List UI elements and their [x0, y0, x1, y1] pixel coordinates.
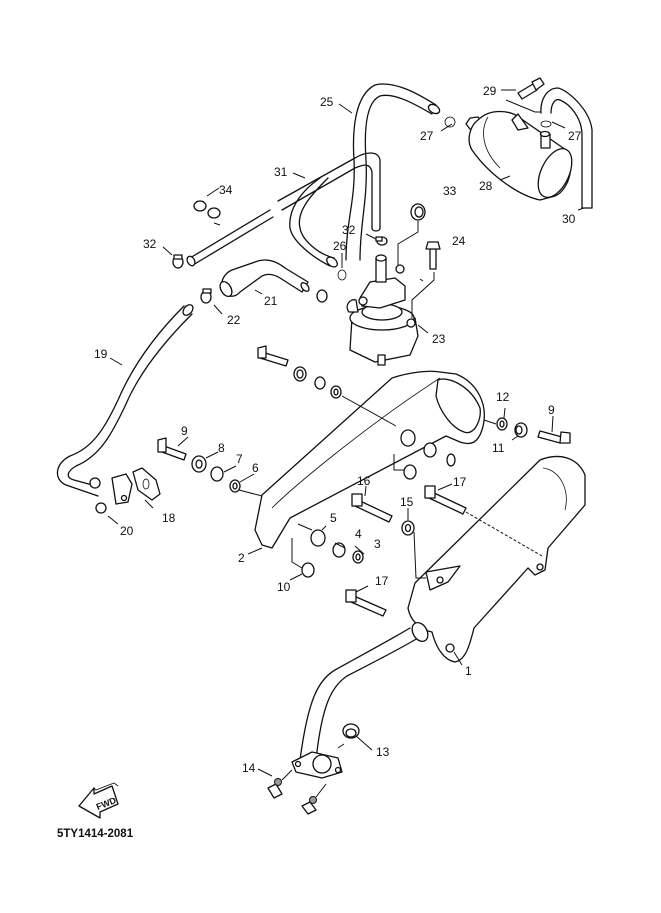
bolt-17-upper[interactable] [424, 485, 467, 515]
hose-joint-21[interactable] [218, 259, 311, 298]
callout-13: 13 [376, 745, 390, 759]
clip-22[interactable] [200, 288, 212, 304]
callout-14: 14 [242, 761, 256, 775]
damper-10[interactable] [301, 562, 315, 578]
collar-7[interactable] [210, 466, 224, 482]
callout-20: 20 [120, 524, 134, 538]
callout-19: 19 [94, 347, 108, 361]
forward-direction-indicator: FWD [78, 782, 119, 819]
callout-12: 12 [496, 390, 510, 404]
callout-22: 22 [227, 313, 241, 327]
washer-upper-3[interactable] [330, 385, 342, 399]
clip-33[interactable] [410, 203, 426, 221]
callout-32-left: 32 [143, 237, 157, 251]
washer-12[interactable] [496, 417, 508, 431]
washer-upper-2[interactable] [314, 376, 326, 390]
hose-25[interactable] [345, 83, 441, 261]
callout-5: 5 [330, 511, 337, 525]
callout-21: 21 [264, 294, 278, 308]
clip-26[interactable] [337, 269, 347, 281]
diagram-reference-code: 5TY1414-2081 [57, 828, 134, 840]
callout-7: 7 [236, 452, 243, 466]
callout-27-left: 27 [420, 129, 434, 143]
gasket-13[interactable] [342, 723, 360, 739]
callout-18: 18 [162, 511, 176, 525]
callout-2: 2 [238, 551, 245, 565]
clip-near-23[interactable] [316, 289, 328, 303]
callout-27-right: 27 [568, 129, 582, 143]
washer-8[interactable] [191, 455, 207, 473]
callout-9-left: 9 [181, 424, 188, 438]
air-filter-case[interactable] [465, 110, 579, 203]
air-pipe-19[interactable] [56, 303, 194, 505]
callout-4: 4 [355, 527, 362, 541]
bolt-16[interactable] [351, 493, 393, 523]
callout-17-upper: 17 [453, 475, 467, 489]
callout-34: 34 [219, 183, 233, 197]
bolt-29[interactable] [517, 77, 545, 100]
muffler-protector[interactable] [254, 370, 485, 549]
bolt-24[interactable] [425, 241, 441, 270]
callout-23: 23 [432, 332, 446, 346]
washer-6[interactable] [229, 479, 241, 493]
callout-10: 10 [277, 580, 291, 594]
clip-32-left[interactable] [172, 254, 184, 269]
callout-30: 30 [562, 212, 576, 226]
callout-3: 3 [374, 537, 381, 551]
hose-31-segment[interactable] [185, 209, 274, 267]
clip-27-right[interactable] [540, 120, 552, 128]
nut-20[interactable] [89, 477, 107, 514]
exhaust-pipe[interactable] [299, 620, 431, 761]
callout-16: 16 [357, 474, 371, 488]
callout-labels: 1 2 3 4 5 6 7 8 9 9 10 11 12 13 14 15 16… [94, 84, 582, 775]
callout-24: 24 [452, 234, 466, 248]
callout-29: 29 [483, 84, 497, 98]
fwd-arrow-icon [78, 785, 119, 819]
clip-32-top[interactable] [375, 236, 388, 246]
callout-9-right: 9 [548, 403, 555, 417]
callout-15: 15 [400, 495, 414, 509]
callout-11: 11 [492, 441, 505, 455]
bolt-9-left[interactable] [157, 437, 187, 461]
callout-8: 8 [218, 441, 225, 455]
clamp-34[interactable] [193, 200, 221, 219]
callout-28: 28 [479, 179, 493, 193]
gasket-18[interactable] [132, 467, 161, 501]
reed-valve-assembly[interactable] [346, 254, 419, 366]
washer-upper-1[interactable] [293, 366, 307, 382]
bolt-9-right[interactable] [537, 430, 571, 444]
hose-31[interactable] [277, 152, 381, 269]
washer-3[interactable] [352, 550, 364, 564]
callout-6: 6 [252, 461, 259, 475]
collar-11[interactable] [514, 422, 528, 438]
bolt-17-lower[interactable] [345, 589, 387, 617]
exhaust-flange[interactable] [291, 751, 343, 779]
callout-17-lower: 17 [375, 574, 389, 588]
callout-31: 31 [274, 165, 288, 179]
nut-14[interactable] [267, 778, 317, 815]
damper-5[interactable] [310, 529, 326, 547]
callout-32-top: 32 [342, 223, 356, 237]
callout-25: 25 [320, 95, 334, 109]
leader-lines [107, 89, 585, 798]
callout-26: 26 [333, 239, 347, 253]
callout-1: 1 [465, 664, 472, 678]
damper-mid[interactable] [400, 429, 456, 480]
clip-27-left[interactable] [444, 116, 456, 128]
washer-15[interactable] [401, 520, 415, 536]
callout-33: 33 [443, 184, 457, 198]
bolt-upper[interactable] [257, 345, 289, 367]
